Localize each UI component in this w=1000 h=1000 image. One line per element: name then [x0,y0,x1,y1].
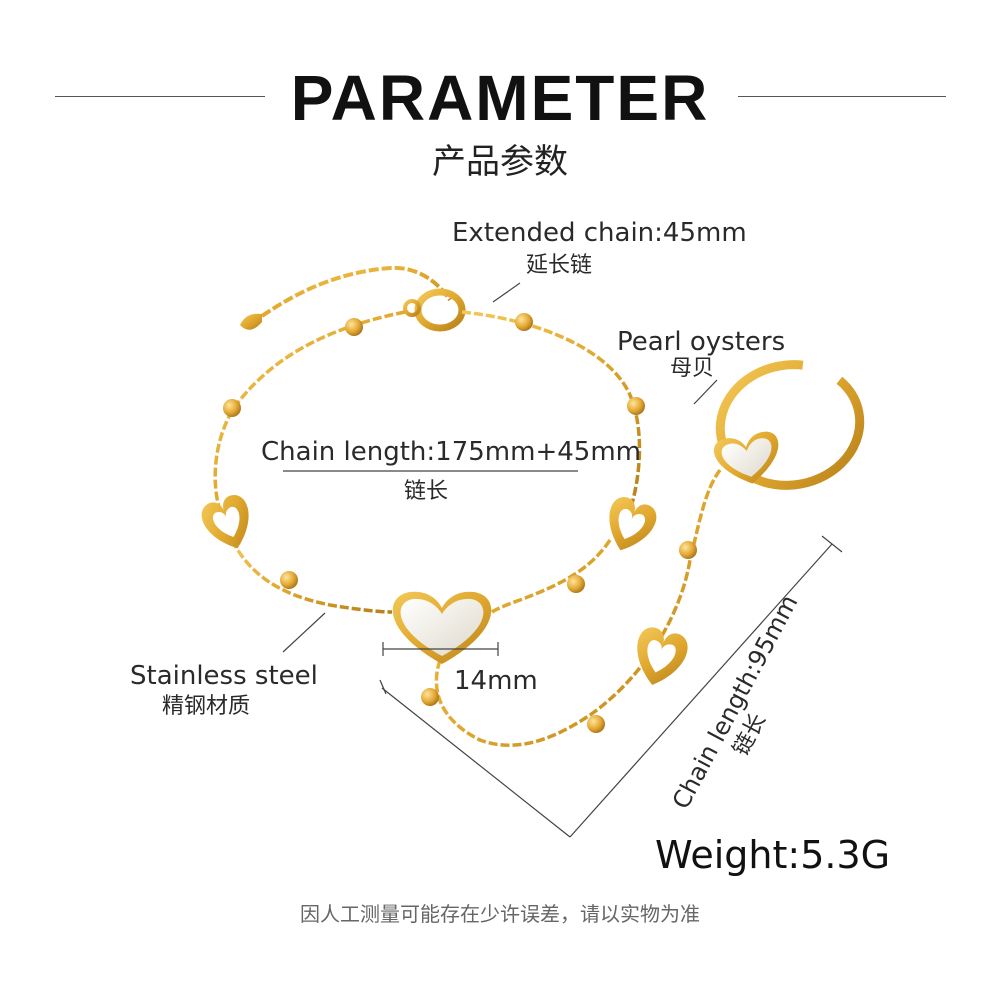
hollow-heart-right [609,497,657,551]
ring [714,360,865,490]
header-rule-right [738,96,946,97]
hollow-heart-left [201,495,249,549]
page-title: PARAMETER [290,62,710,134]
pearl-heart-pendant [392,591,492,664]
chain-drop-end [240,313,262,330]
leader-lines [282,282,843,838]
extended-chain-label-cn: 延长链 [526,253,593,278]
extended-chain-label: Extended chain:45mm [452,218,747,248]
pearl-oysters-label: Pearl oysters [617,327,786,357]
hollow-heart-ring-chain [637,627,688,685]
bracelet-chain-length-label-cn: 链长 [404,479,449,504]
stainless-steel-label-cn: 精钢材质 [162,694,251,719]
page-subtitle: 产品参数 [432,142,568,182]
stainless-steel-label: Stainless steel [130,661,318,691]
heart-width-label: 14mm [454,666,538,696]
header-rule-left [55,96,265,97]
chain-beads [223,313,697,733]
pearl-oysters-label-cn: 母贝 [670,356,715,381]
lobster-clasp [403,288,466,332]
extended-chain [260,265,452,318]
measurement-note: 因人工测量可能存在少许误差，请以实物为准 [300,902,700,926]
weight-label: Weight:5.3G [655,833,891,877]
bracelet-chain-length-label: Chain length:175mm+45mm [261,437,641,467]
